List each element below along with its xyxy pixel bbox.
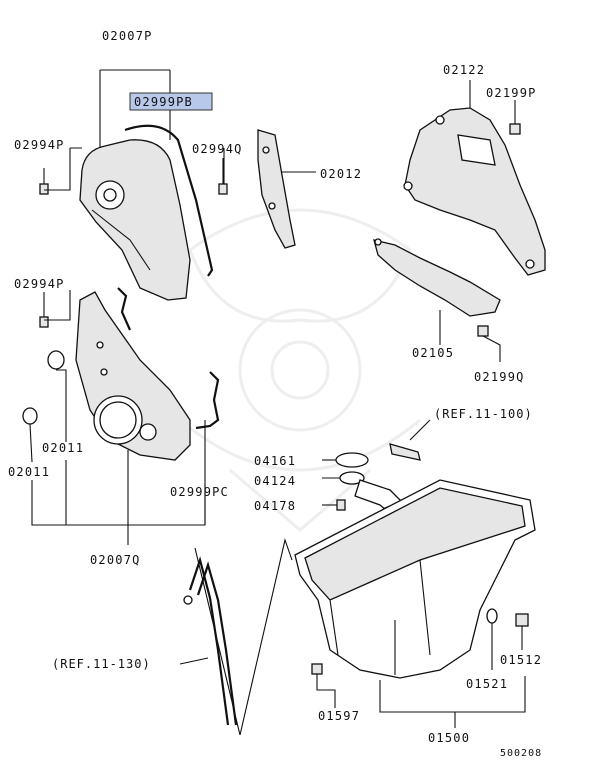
bolt-02994p-top	[39, 168, 49, 195]
bracket-02105	[373, 238, 501, 345]
bracket-02012	[257, 129, 316, 249]
lower-timing-cover	[75, 291, 191, 461]
gasket-01521	[486, 608, 498, 670]
figure-number: 500208	[500, 748, 542, 759]
grommet-02011-a	[47, 350, 65, 370]
label-ref-11-130: (REF.11-130)	[52, 657, 151, 671]
label-01500: 01500	[428, 731, 470, 745]
label-02007q: 02007Q	[90, 553, 141, 567]
bolt-02994p-mid	[39, 292, 49, 328]
bolt-04178	[322, 499, 346, 511]
label-04161: 04161	[254, 454, 296, 468]
gasket-02999pb	[124, 124, 214, 277]
label-04178: 04178	[254, 499, 296, 513]
oil-level-part	[389, 443, 421, 461]
label-02012: 02012	[320, 167, 362, 181]
upper-timing-cover	[79, 139, 191, 301]
oil-pan-01500	[294, 479, 536, 679]
label-02105: 02105	[412, 346, 454, 360]
label-01521: 01521	[466, 677, 508, 691]
label-02199p: 02199P	[486, 86, 537, 100]
grommet-02011-b	[22, 407, 38, 425]
label-04124: 04124	[254, 474, 296, 488]
dipstick-tube	[183, 556, 238, 726]
drain-plug-01512	[515, 613, 529, 650]
label-02994q: 02994Q	[192, 142, 243, 156]
label-02999pb-highlight	[129, 92, 213, 111]
label-01512: 01512	[500, 653, 542, 667]
label-01597: 01597	[318, 709, 360, 723]
gasket-04124	[322, 471, 365, 485]
label-ref-11-100: (REF.11-100)	[434, 407, 533, 421]
bolt-01597	[311, 663, 336, 708]
label-02007p: 02007P	[102, 29, 153, 43]
label-02122: 02122	[443, 63, 485, 77]
bolt-02994q	[218, 158, 228, 195]
gasket-upper-piece	[117, 287, 132, 331]
label-02999pb: 02999PB	[134, 95, 193, 109]
watermark-emblem	[179, 208, 421, 532]
rear-cover-02122	[403, 80, 546, 276]
label-02199q: 02199Q	[474, 370, 525, 384]
gasket-02999pc	[195, 371, 220, 430]
label-02994p-top: 02994P	[14, 138, 65, 152]
label-02994p-mid: 02994P	[14, 277, 65, 291]
label-02999pc: 02999PC	[170, 485, 229, 499]
gasket-04161	[322, 452, 369, 468]
bolt-02199p	[509, 100, 521, 135]
bolt-02199q	[477, 325, 501, 362]
label-02011-a: 02011	[42, 441, 84, 455]
label-02011-b: 02011	[8, 465, 50, 479]
